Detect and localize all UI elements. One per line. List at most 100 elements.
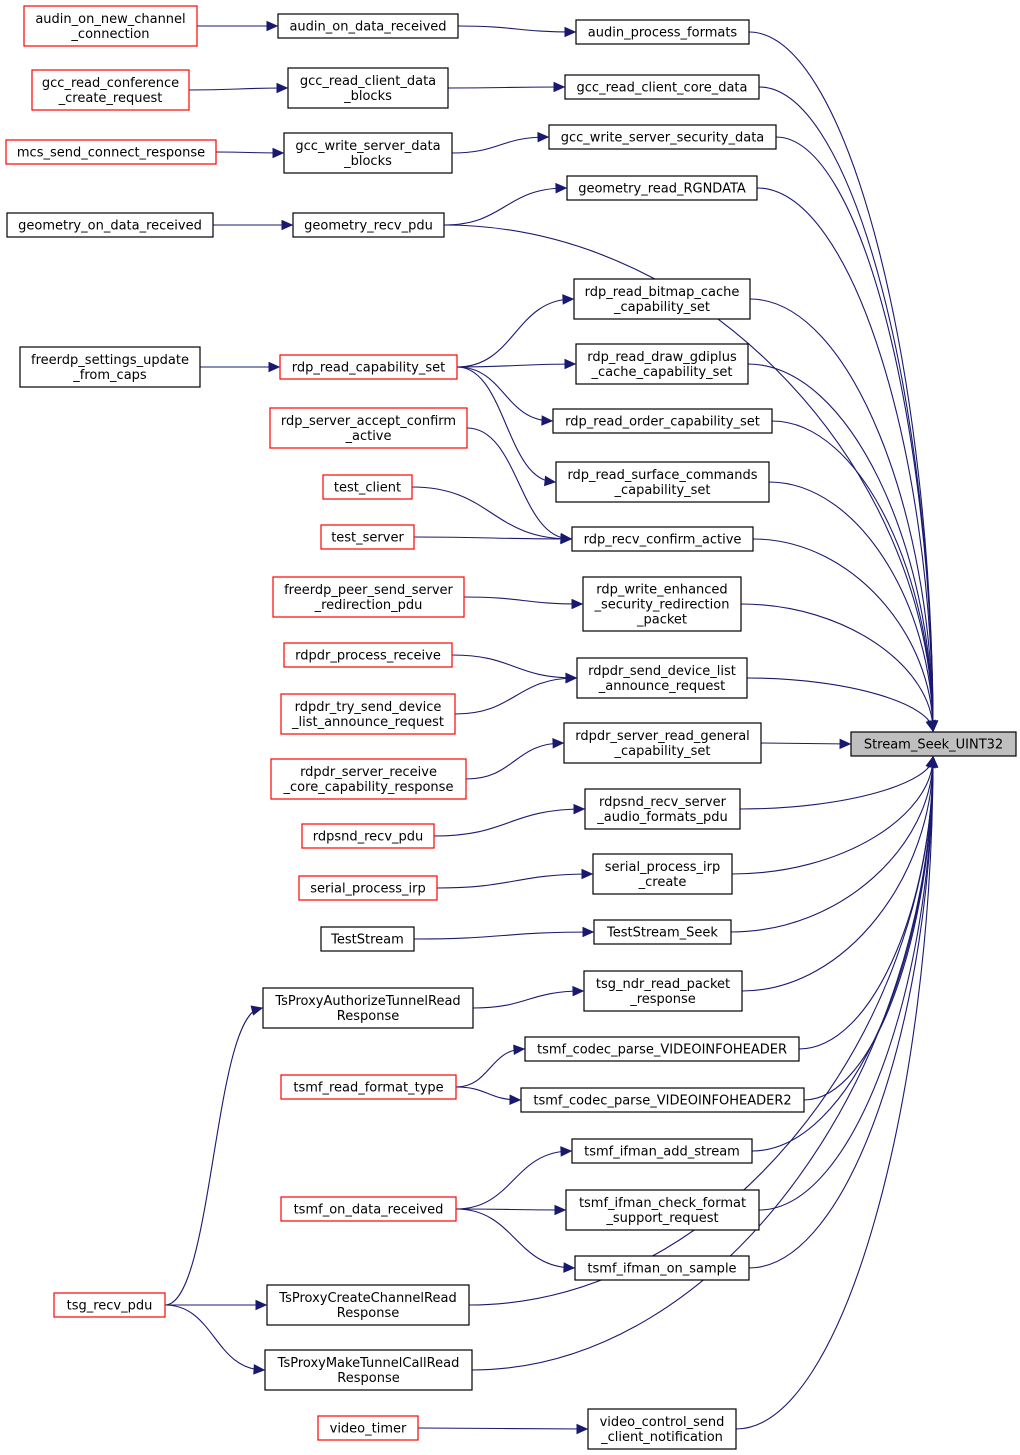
node-rdpdr-srccr[interactable]: rdpdr_server_receive_core_capability_res… (270, 758, 467, 800)
node-tsg-recv[interactable]: tsg_recv_pdu (53, 1292, 166, 1318)
node-rdpdr-pr[interactable]: rdpdr_process_receive (283, 642, 453, 668)
edge-line (752, 538, 934, 732)
edge-arrowhead (255, 1299, 268, 1311)
node-box (563, 722, 762, 764)
node-ts-seek[interactable]: TestStream_Seek (593, 919, 732, 945)
edge-line (456, 363, 576, 368)
node-gcc-conf[interactable]: gcc_read_conference_create_request (31, 69, 190, 111)
node-rdp-dgc[interactable]: rdp_read_draw_gdiplus_cache_capability_s… (575, 343, 749, 385)
node-fr-settings[interactable]: freerdp_settings_update_from_caps (19, 346, 201, 388)
edge-gcc_conf-to-gcc_rcdb (188, 82, 289, 94)
node-box (272, 576, 465, 618)
edge-line (451, 136, 549, 154)
node-rdp-bmc[interactable]: rdp_read_bitmap_cache_capability_set (573, 278, 751, 320)
node-gcc-rcdb[interactable]: gcc_read_client_data_blocks (287, 67, 449, 109)
node-serial-pi[interactable]: serial_process_irp (298, 875, 438, 901)
edge-rdpdr_sdlar-to-target (746, 677, 936, 733)
node-tsmf-odr[interactable]: tsmf_on_data_received (280, 1196, 457, 1222)
node-label: rdp_read_capability_set (292, 361, 445, 376)
node-test-server[interactable]: test_server (320, 524, 415, 550)
edge-line (456, 366, 556, 483)
edges-layer (164, 20, 939, 1435)
node-rdpdr-tsdlar[interactable]: rdpdr_try_send_device_list_announce_requ… (280, 693, 456, 735)
node-tsmf-rft[interactable]: tsmf_read_format_type (280, 1074, 457, 1100)
node-label: rdpsnd_recv_server (599, 795, 727, 810)
node-geo-rgn[interactable]: geometry_read_RGNDATA (566, 175, 758, 201)
node-gcc-wsdb[interactable]: gcc_write_server_data_blocks (283, 132, 453, 174)
node-label: _support_request (605, 1211, 718, 1226)
edge-geo_recv-to-geo_rgn (443, 182, 568, 226)
node-rdp-wesrp[interactable]: rdp_write_enhanced_security_redirection_… (582, 576, 742, 632)
node-rdp-sac[interactable]: rdp_server_accept_confirm_active (269, 407, 468, 449)
node-mcs-send[interactable]: mcs_send_connect_response (5, 139, 217, 165)
edge-arrowhead (272, 147, 285, 159)
node-tsmf-cpvih2[interactable]: tsmf_codec_parse_VIDEOINFOHEADER2 (520, 1087, 805, 1113)
node-label: tsg_recv_pdu (67, 1299, 153, 1314)
node-box (566, 175, 758, 201)
node-box (571, 526, 754, 552)
node-gcc-wssd[interactable]: gcc_write_server_security_data (548, 124, 777, 150)
node-label: geometry_recv_pdu (304, 219, 433, 234)
node-rdp-rca[interactable]: rdp_recv_confirm_active (571, 526, 754, 552)
edge-arrowhead (564, 358, 577, 370)
edge-arrowhead (573, 803, 586, 815)
node-box (23, 5, 198, 47)
edge-rdpsnd_rp-to-rdpsnd_rsafp (433, 803, 586, 837)
edge-line (747, 363, 934, 732)
node-test-stream[interactable]: TestStream (320, 926, 415, 952)
edge-line (771, 420, 934, 732)
node-geo-recv[interactable]: geometry_recv_pdu (292, 212, 445, 238)
node-label: rdp_server_accept_confirm (281, 414, 456, 429)
node-box (565, 1189, 760, 1231)
node-audin-data[interactable]: audin_on_data_received (277, 13, 459, 39)
node-rdpsnd-rsafp[interactable]: rdpsnd_recv_server_audio_formats_pdu (584, 788, 741, 830)
node-label: rdp_read_order_capability_set (565, 415, 760, 430)
node-tsmf-ias[interactable]: tsmf_ifman_add_stream (571, 1138, 753, 1164)
node-label: freerdp_peer_send_server (284, 583, 453, 598)
node-box (53, 1292, 166, 1318)
node-rdp-ocs[interactable]: rdp_read_order_capability_set (552, 408, 773, 434)
node-tsmf-cpvih[interactable]: tsmf_codec_parse_VIDEOINFOHEADER (524, 1036, 800, 1062)
node-box (555, 461, 770, 503)
node-box (548, 124, 777, 150)
edge-arrowhead (513, 1044, 526, 1056)
edge-rdp_rcs-to-rdp_scc (456, 366, 557, 487)
edge-tsmf_rft-to-tsmf_cpvih (455, 1044, 526, 1088)
node-video-cscn[interactable]: video_control_send_client_notification (587, 1408, 737, 1450)
node-rdpdr-sdlar[interactable]: rdpdr_send_device_list_announce_request (576, 657, 748, 699)
edge-line (443, 187, 567, 226)
node-audin-new[interactable]: audin_on_new_channel_connection (23, 5, 198, 47)
edge-line (768, 481, 934, 732)
node-label: rdp_read_bitmap_cache (585, 285, 740, 300)
node-box (269, 407, 468, 449)
edge-arrowhead (276, 82, 289, 94)
node-box (277, 13, 459, 39)
edge-line (413, 931, 594, 940)
node-rdp-rcs[interactable]: rdp_read_capability_set (279, 354, 458, 380)
node-audin-proc[interactable]: audin_process_formats (575, 19, 750, 45)
node-serial-pic[interactable]: serial_process_irp_create (592, 853, 733, 895)
node-gcc-rccd[interactable]: gcc_read_client_core_data (564, 74, 760, 100)
node-tsmf-icfsr[interactable]: tsmf_ifman_check_format_support_request (565, 1189, 760, 1231)
node-geo-odr[interactable]: geometry_on_data_received (6, 212, 214, 238)
node-rdp-scc[interactable]: rdp_read_surface_commands_capability_set (555, 461, 770, 503)
node-label: gcc_write_server_security_data (561, 131, 765, 146)
node-video-timer[interactable]: video_timer (317, 1415, 419, 1441)
node-rdpsnd-rp[interactable]: rdpsnd_recv_pdu (301, 823, 435, 849)
node-rdpdr-srgcs[interactable]: rdpdr_server_read_general_capability_set (563, 722, 762, 764)
edge-arrowhead (266, 20, 279, 32)
node-tsg-nrpr[interactable]: tsg_ndr_read_packet_response (583, 970, 743, 1012)
edge-arrowhead (927, 755, 939, 768)
edge-test_stream-to-ts_seek (413, 926, 595, 940)
node-label: rdp_recv_confirm_active (584, 533, 742, 548)
node-test-client[interactable]: test_client (322, 474, 413, 500)
node-target[interactable]: Stream_Seek_UINT32 (850, 731, 1017, 757)
node-tsmf-ios[interactable]: tsmf_ifman_on_sample (574, 1255, 750, 1281)
edge-line (758, 86, 934, 732)
node-label: _client_notification (600, 1430, 723, 1445)
node-fp-redir[interactable]: freerdp_peer_send_server_redirection_pdu (272, 576, 465, 618)
